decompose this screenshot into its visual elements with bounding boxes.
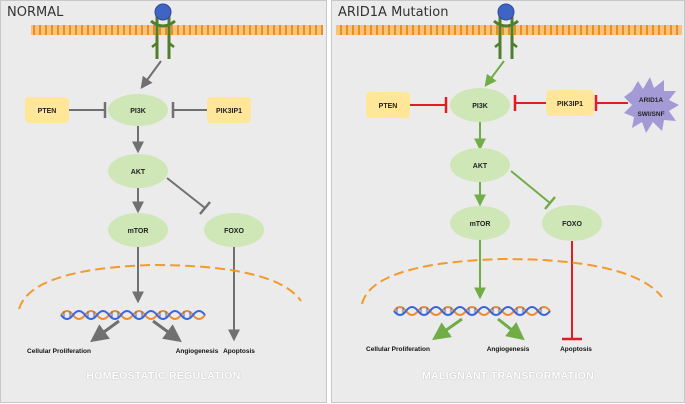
svg-text:mTOR: mTOR <box>128 228 149 235</box>
nuclear-envelope <box>18 263 302 310</box>
edge-dna-angiogenesis <box>497 317 525 341</box>
svg-text:PI3K: PI3K <box>472 103 488 110</box>
foxo-node: FOXO <box>204 213 264 247</box>
receptor-icon <box>150 3 176 59</box>
svg-text:PTEN: PTEN <box>379 103 398 110</box>
akt-node: AKT <box>108 154 168 188</box>
normal-panel-title: NORMAL <box>7 5 64 20</box>
pi3k-node: PI3K <box>450 88 510 122</box>
outcome-angiogenesis: Angiogenesis <box>487 346 530 353</box>
normal-panel: NORMAL <box>0 0 327 403</box>
svg-text:PIK3IP1: PIK3IP1 <box>557 101 583 108</box>
edge-pten-pi3k <box>69 102 107 118</box>
svg-text:PI3K: PI3K <box>130 108 146 115</box>
pik3ip1-node: PIK3IP1 <box>207 97 251 123</box>
svg-text:PIK3IP1: PIK3IP1 <box>216 108 242 115</box>
edge-receptor-pi3k <box>484 60 505 87</box>
svg-text:SWI/SNF: SWI/SNF <box>637 111 664 118</box>
mutation-pathway-diagram: PTEN PIK3IP1 ARID1A SWI/SNF PI3K AKT mTO… <box>336 3 682 353</box>
edge-foxo-apoptosis <box>562 241 582 341</box>
svg-text:AKT: AKT <box>473 163 488 170</box>
cell-membrane <box>336 25 682 35</box>
dna-helix-icon <box>60 310 206 320</box>
arid1a-mutation-panel: ARID1A Mutation <box>331 0 685 403</box>
outcome-apoptosis: Apoptosis <box>560 346 592 353</box>
svg-text:FOXO: FOXO <box>562 221 582 228</box>
svg-text:PTEN: PTEN <box>38 108 57 115</box>
mutation-panel-title: ARID1A Mutation <box>338 5 449 20</box>
edge-arid1a-pik3ip1 <box>594 95 628 111</box>
pik3ip1-node: PIK3IP1 <box>546 90 594 116</box>
edge-pten-pi3k <box>410 97 448 113</box>
edge-akt-foxo <box>510 170 556 210</box>
pten-node: PTEN <box>366 92 410 118</box>
svg-text:ARID1A: ARID1A <box>639 97 664 104</box>
edge-dna-proliferation <box>90 319 120 343</box>
svg-text:mTOR: mTOR <box>470 221 491 228</box>
edge-pik3ip1-pi3k <box>171 102 207 118</box>
dna-helix-icon <box>393 306 551 316</box>
svg-text:FOXO: FOXO <box>224 228 244 235</box>
edge-dna-proliferation <box>432 317 463 341</box>
edge-akt-foxo <box>166 177 211 215</box>
receptor-icon <box>493 3 519 59</box>
outcome-apoptosis: Apoptosis <box>223 348 255 355</box>
cell-membrane <box>31 25 323 35</box>
pi3k-node: PI3K <box>108 94 168 126</box>
foxo-node: FOXO <box>542 205 602 241</box>
mtor-node: mTOR <box>450 206 510 240</box>
nuclear-envelope <box>361 257 663 305</box>
arid1a-swisnf-node: ARID1A SWI/SNF <box>624 77 679 133</box>
mutation-panel-caption: MALIGNANT TRANSFORMATION <box>421 370 595 382</box>
akt-node: AKT <box>450 148 510 182</box>
svg-text:AKT: AKT <box>131 169 146 176</box>
outcome-angiogenesis: Angiogenesis <box>176 348 219 355</box>
edge-dna-angiogenesis <box>152 319 182 343</box>
normal-pathway-diagram: PTEN PIK3IP1 PI3K AKT mTOR FOXO Cellular… <box>18 3 323 355</box>
pten-node: PTEN <box>25 97 69 123</box>
mtor-node: mTOR <box>108 213 168 247</box>
normal-panel-caption: HOMEOSTATIC REGULATION <box>86 370 241 382</box>
outcome-proliferation: Cellular Proliferation <box>366 346 430 353</box>
edge-pik3ip1-pi3k <box>513 95 546 111</box>
outcome-proliferation: Cellular Proliferation <box>27 348 91 355</box>
edge-receptor-pi3k <box>140 60 162 89</box>
